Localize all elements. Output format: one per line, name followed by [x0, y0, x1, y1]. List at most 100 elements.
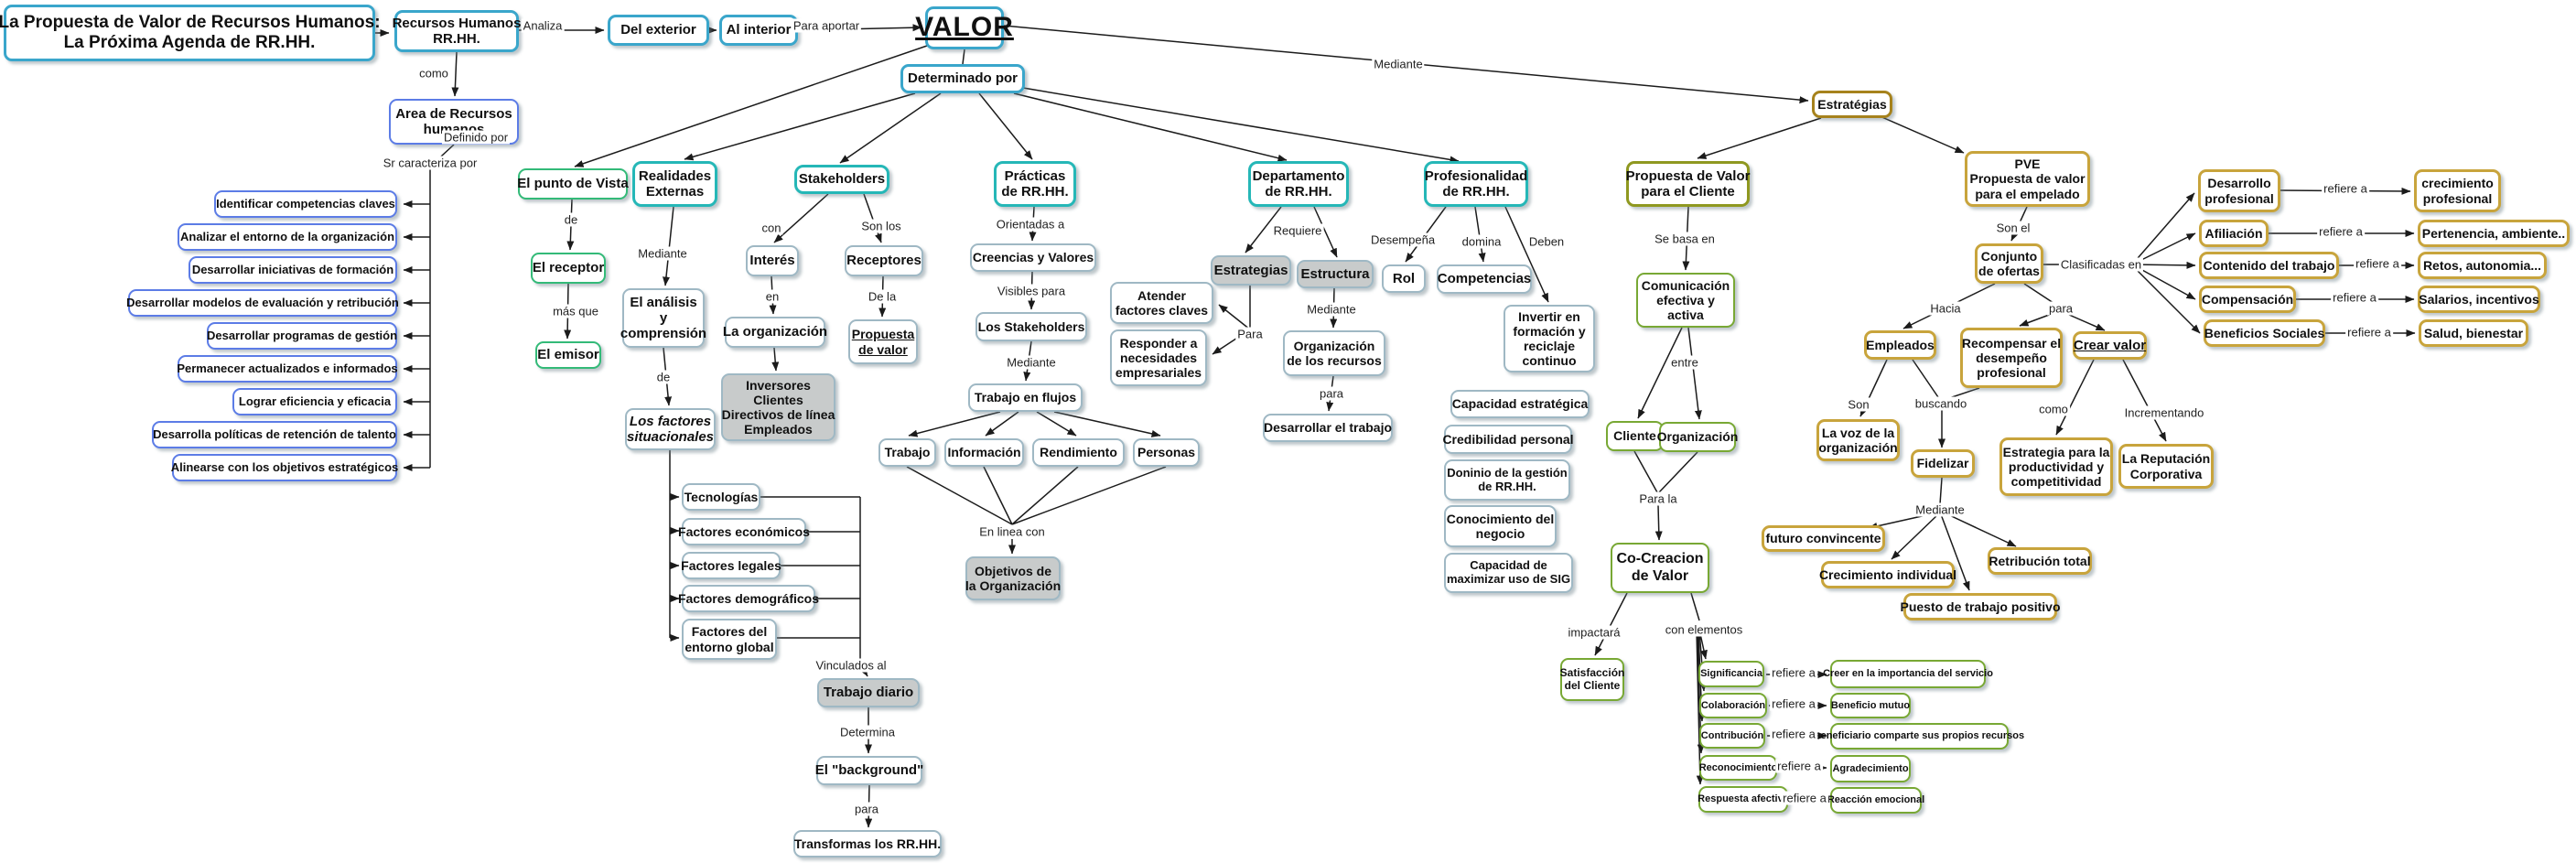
node-organizacion-recursos[interactable]: Organización de los recursos [1283, 330, 1385, 376]
node-analizar[interactable]: Analizar el entorno de la organización [178, 223, 397, 251]
link-label[interactable]: para [1317, 386, 1346, 401]
link-label[interactable]: refiere a [2331, 290, 2378, 305]
link-label[interactable]: refiere a [1775, 759, 1823, 773]
link-label[interactable]: refiere a [1781, 791, 1828, 805]
node-colaboracion[interactable]: Colaboración [1699, 693, 1767, 718]
node-satisfaccion[interactable]: Satisfacción del Cliente [1560, 658, 1624, 701]
link-label[interactable]: más que [551, 304, 600, 318]
node-reaccion[interactable]: Reacción emocional [1827, 787, 1924, 814]
link-label[interactable]: Mediante [1305, 302, 1358, 317]
node-trabajo[interactable]: Trabajo [878, 438, 936, 467]
node-programas[interactable]: Desarrollar programas de gestión [207, 322, 397, 350]
node-reconocimiento[interactable]: Reconocimiento [1699, 755, 1777, 781]
link-label[interactable]: para [2046, 301, 2075, 316]
node-del-exterior[interactable]: Del exterior [608, 15, 709, 46]
node-receptor[interactable]: El receptor [531, 253, 606, 284]
node-trabajo-flujos[interactable]: Trabajo en flujos [968, 383, 1083, 412]
node-recursos-humanos[interactable]: Recursos Humanos RR.HH. [393, 10, 521, 52]
link-label[interactable]: para [852, 802, 881, 816]
node-co-creacion[interactable]: Co-Creacion de Valor [1611, 543, 1709, 593]
node-organizacion[interactable]: Organización [1657, 422, 1738, 452]
link-label[interactable]: de [562, 212, 580, 227]
link-label[interactable]: Sr caracteriza por [381, 156, 480, 170]
node-la-voz[interactable]: La voz de la organización [1816, 419, 1900, 461]
link-label[interactable]: con [760, 221, 783, 235]
node-salarios[interactable]: Salarios, incentivos [2418, 286, 2540, 313]
link-label[interactable]: Mediante [636, 246, 689, 261]
link-label[interactable]: Son [1846, 397, 1871, 412]
link-label[interactable]: entre [1669, 355, 1700, 370]
link-label[interactable]: Mediante [1005, 355, 1058, 370]
node-emisor[interactable]: El emisor [535, 341, 601, 369]
node-punto-vista[interactable]: El punto de Vista [517, 168, 629, 200]
link-label[interactable]: Requiere [1271, 223, 1324, 238]
node-rendimiento[interactable]: Rendimiento [1032, 438, 1125, 467]
node-estrategia-prod[interactable]: Estrategia para la productividad y compe… [1999, 437, 2113, 496]
link-label[interactable]: Para aportar [791, 18, 862, 33]
node-contribucion[interactable]: Contribución [1699, 723, 1765, 749]
node-departamento[interactable]: Departamento de RR.HH. [1248, 161, 1349, 207]
node-cliente[interactable]: Cliente [1606, 421, 1664, 451]
node-invertir[interactable]: Invertir en formación y reciclaje contin… [1504, 305, 1595, 372]
node-los-stakeholders[interactable]: Los Stakeholders [975, 312, 1087, 341]
node-trabajo-diario[interactable]: Trabajo diario [817, 678, 920, 707]
node-capacidad-sig[interactable]: Capacidad de maximizar uso de SIG [1444, 553, 1573, 593]
link-label[interactable]: impactará [1566, 625, 1622, 640]
node-agradecimiento[interactable]: Agradecimiento [1830, 755, 1911, 782]
node-dominio[interactable]: Doninio de la gestión de RR.HH. [1444, 459, 1570, 501]
link-label[interactable]: Definido por [441, 130, 511, 145]
link-label[interactable]: domina [1460, 234, 1504, 249]
link-label[interactable]: en [763, 289, 781, 304]
node-f-entorno[interactable]: Factores del entorno global [682, 619, 777, 660]
node-estructura-gray[interactable]: Estructura [1297, 260, 1374, 288]
link-label[interactable]: Visibles para [995, 284, 1068, 298]
node-recompensar[interactable]: Recompensar el desempeño profesional [1960, 328, 2063, 388]
node-salud[interactable]: Salud, bienestar [2419, 319, 2528, 347]
node-objetivos[interactable]: Objetivos de la Organización [965, 556, 1061, 600]
node-retos[interactable]: Retos, autonomia... [2418, 252, 2547, 279]
link-label[interactable]: Determina [838, 725, 897, 739]
node-al-interior[interactable]: Al interior [719, 15, 798, 46]
node-profesionalidad[interactable]: Profesionalidad de RR.HH. [1424, 161, 1528, 207]
node-stakeholders[interactable]: Stakeholders [794, 165, 889, 194]
link-label[interactable]: refiere a [2317, 224, 2365, 239]
node-alinearse[interactable]: Alinearse con los objetivos estratégicos [171, 454, 398, 481]
node-conjunto[interactable]: Conjunto de ofertas [1975, 243, 2043, 284]
link-label[interactable]: Hacia [1928, 301, 1963, 316]
link-label[interactable]: Se basa en [1653, 232, 1717, 246]
node-permanecer[interactable]: Permanecer actualizados e informados [177, 355, 398, 383]
node-la-organizacion[interactable]: La organización [723, 317, 827, 348]
node-f-demograficos[interactable]: Factores demográficos [678, 585, 819, 612]
node-inversores[interactable]: Inversores Clientes Directivos de línea … [721, 373, 835, 441]
link-label[interactable]: Orientadas a [994, 217, 1067, 232]
link-label[interactable]: Incrementando [2122, 405, 2206, 420]
node-valor[interactable]: VALOR [915, 6, 1013, 49]
link-label[interactable]: como [417, 66, 450, 81]
node-significancia[interactable]: Significancia [1698, 661, 1764, 687]
node-propuesta-valor[interactable]: Propuesta de valor [848, 319, 918, 364]
node-realidades[interactable]: Realidades Externas [632, 161, 717, 207]
node-fidelizar[interactable]: Fidelizar [1911, 449, 1975, 478]
link-label[interactable]: de [654, 370, 673, 384]
node-practicas[interactable]: Prácticas de RR.HH. [994, 161, 1076, 207]
node-background[interactable]: El "background" [815, 756, 923, 785]
node-estrategias-top[interactable]: Estratégias [1812, 91, 1892, 118]
node-crecimiento-ind[interactable]: Crecimiento individual [1819, 561, 1956, 588]
node-atender[interactable]: Atender factores claves [1110, 282, 1213, 324]
node-responder[interactable]: Responder a necesidades empresariales [1110, 329, 1207, 386]
link-label[interactable]: refiere a [1770, 727, 1817, 741]
node-compensacion[interactable]: Compensación [2199, 286, 2296, 313]
node-contenido[interactable]: Contenido del trabajo [2199, 252, 2339, 279]
node-politicas[interactable]: Desarrolla políticas de retención de tal… [152, 421, 397, 448]
node-interes[interactable]: Interés [746, 245, 799, 276]
link-label[interactable]: Deben [1526, 234, 1567, 249]
link-label[interactable]: refiere a [2322, 181, 2369, 196]
node-afiliacion[interactable]: Afiliación [2199, 220, 2269, 247]
node-tecnologias[interactable]: Tecnologías [682, 483, 760, 511]
link-label[interactable]: Analiza [521, 18, 565, 33]
node-comunicacion[interactable]: Comunicación efectiva y activa [1636, 273, 1735, 328]
link-label[interactable]: como [2037, 402, 2070, 416]
node-desarrollar-trabajo[interactable]: Desarrollar el trabajo [1263, 414, 1393, 442]
node-determinado-por[interactable]: Determinado por [900, 64, 1025, 93]
node-transformas[interactable]: Transformas los RR.HH. [793, 830, 942, 858]
